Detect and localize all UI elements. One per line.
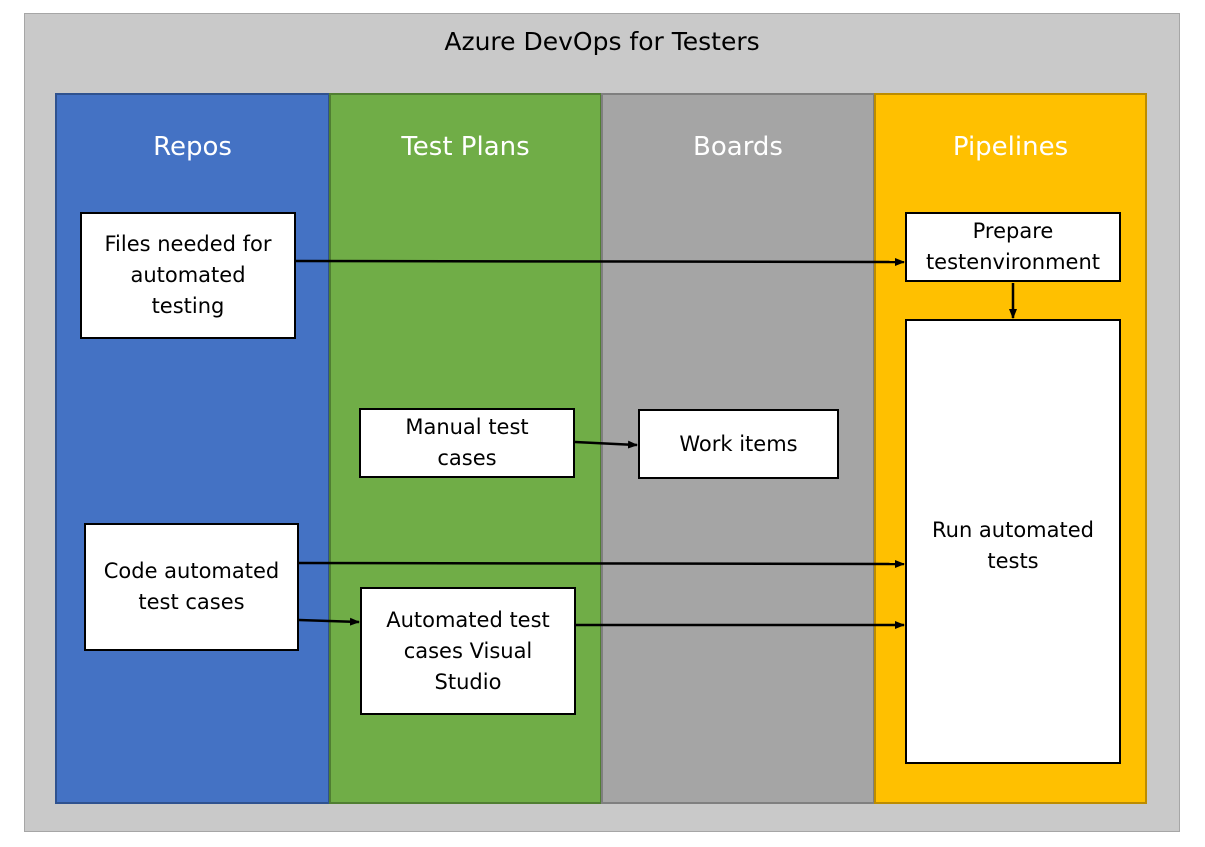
lane-title-boards: Boards [693,132,783,162]
arrow-code-to-automated-vs [298,617,360,626]
lane-title-repos: Repos [153,132,232,162]
lane-title-pipelines: Pipelines [952,132,1069,162]
box-run-automated-tests: Run automated tests [905,319,1121,764]
arrow-manual-to-workitems [574,440,638,449]
box-work-items: Work items [638,409,839,479]
diagram-title: Azure DevOps for Testers [444,27,760,56]
arrow-files-to-prepare [295,257,905,266]
box-manual-test-cases: Manual test cases [359,408,575,478]
box-automated-test-cases-visual-studio: Automated test cases Visual Studio [360,587,576,715]
box-prepare-testenvironment: Prepare testenvironment [905,212,1121,282]
lane-title-test-plans: Test Plans [401,132,530,162]
lane-repos: Repos [55,93,330,804]
box-code-automated-test-cases: Code automated test cases [84,523,299,651]
box-files-needed: Files needed for automated testing [80,212,296,339]
arrow-code-to-run [298,559,905,568]
